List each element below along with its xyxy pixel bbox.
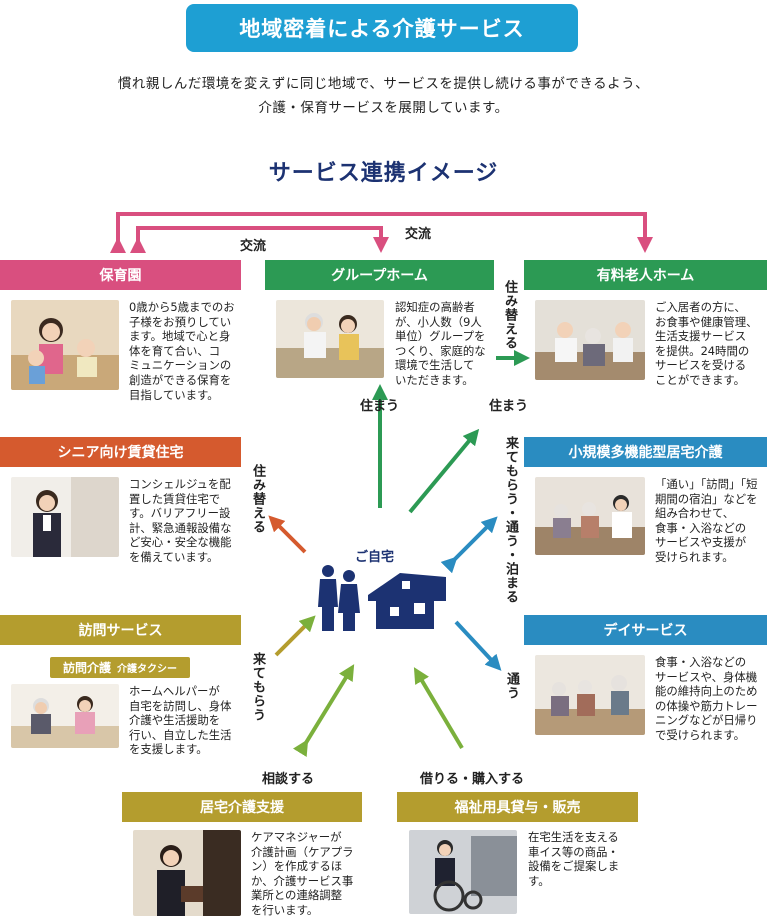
- label-live-right: 住まう: [489, 399, 529, 414]
- card-title-paid-home: 有料老人ホーム: [524, 260, 767, 290]
- commute-arrow: [454, 620, 502, 671]
- card-title-visit: 訪問サービス: [0, 615, 241, 645]
- intro-line-2: 介護・保育サービスを展開しています。: [258, 100, 509, 116]
- nursery-description: 0歳から5歳までのお子様をお預りしています。地域で心と身体を育て合い、コミュニケ…: [129, 300, 235, 402]
- small-multi-description: 「通い」「訪問」「短期間の宿泊」などを組み合わせて、食事・入浴などのサービスや支…: [655, 477, 758, 564]
- day-description: 食事・入浴などのサービスや、身体機能の維持向上のための体操や筋力トレーニングなど…: [655, 655, 758, 742]
- label-move-in-top: 住み替える: [502, 280, 517, 350]
- rent-buy-arrow: [413, 667, 464, 750]
- diagram-title: サービス連携イメージ: [268, 161, 499, 186]
- small-multi-photo: [535, 477, 645, 555]
- label-rent-buy: 借りる・購入する: [420, 772, 525, 787]
- day-photo: [535, 655, 645, 735]
- paid-home-description: ご入居者の方に、お食事や健康管理、生活支援サービスを提供。24時間のサービスを受…: [655, 300, 758, 387]
- label-come-stay: 来てもらう・通う・泊まる: [503, 436, 518, 604]
- come-stay-arrow: [440, 516, 498, 574]
- exchange-label-outer: 交流: [405, 227, 432, 242]
- welfare-photo: [409, 830, 517, 914]
- visit-description: ホームヘルパーが自宅を訪問し、身体介護や生活援助を行い、自立した生活を支援します…: [129, 684, 232, 757]
- nursery-photo: [11, 300, 119, 390]
- label-move-in-left: 住み替える: [250, 464, 265, 534]
- visit-photo: [11, 684, 119, 748]
- exchange-outer-arrow: [110, 212, 653, 253]
- senior-rental-description: コンシェルジュを配置した賃貸住宅です。バリアフリー設計、緊急通報設備など安心・安…: [129, 477, 232, 564]
- intro-line-1: 慣れ親しんだ環境を変えずに同じ地域で、サービスを提供し続ける事ができるよう、: [117, 76, 650, 92]
- exchange-inner-arrow: [130, 226, 389, 253]
- house-and-family-icon: [318, 565, 446, 631]
- card-title-welfare: 福祉用具貸与・販売: [397, 792, 638, 822]
- label-commute: 通う: [504, 672, 519, 700]
- home-label: ご自宅: [355, 550, 395, 565]
- card-title-care-plan: 居宅介護支援: [122, 792, 362, 822]
- live-arrow-right: [408, 428, 480, 514]
- group-home-description: 認知症の高齢者が、小人数（9人単位）グループをつくり、家庭的な環境で生活していた…: [395, 300, 486, 387]
- paid-home-photo: [535, 300, 645, 380]
- exchange-label-inner: 交流: [240, 239, 267, 254]
- care-plan-description: ケアマネジャーが介護計画（ケアプラン）を作成するほか、介護サービス事業所との連絡…: [251, 830, 354, 917]
- card-title-nursery: 保育園: [0, 260, 241, 290]
- card-title-group-home: グループホーム: [265, 260, 494, 290]
- senior-rental-photo: [11, 477, 119, 557]
- care-plan-photo: [133, 830, 241, 916]
- label-consult: 相談する: [262, 772, 315, 787]
- card-title-small-multi: 小規模多機能型居宅介護: [524, 437, 767, 467]
- page-title: 地域密着による介護サービス: [186, 4, 578, 52]
- group-home-photo: [276, 300, 384, 378]
- card-title-senior-rental: シニア向け賃貸住宅: [0, 437, 241, 467]
- visit-sub-badge: 訪問介護介護タクシー: [50, 657, 190, 678]
- label-come-visit: 来てもらう: [250, 652, 265, 722]
- come-visit-arrow: [274, 615, 316, 657]
- move-in-arrow-left: [268, 515, 307, 554]
- card-title-day: デイサービス: [524, 615, 767, 645]
- welfare-description: 在宅生活を支える車イス等の商品・設備をご提案します。: [528, 830, 620, 888]
- consult-arrow: [292, 664, 355, 758]
- label-live-left: 住まう: [360, 399, 400, 414]
